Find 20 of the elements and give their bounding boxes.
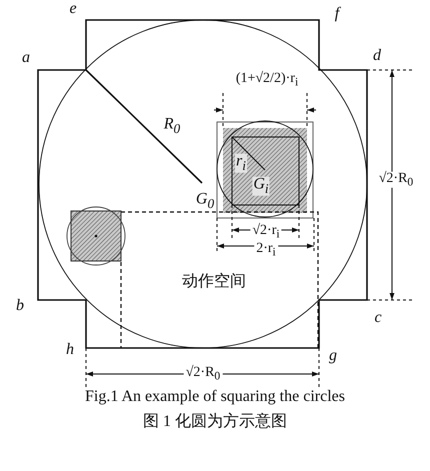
dimension-label: √2·r$_{i}$ [250, 224, 282, 240]
point-label: d [373, 48, 381, 64]
radius-label: r$_{i}$ [235, 154, 247, 172]
region-label: 动作空间 [182, 274, 246, 290]
point-label: b [16, 298, 24, 314]
dimension-label: (1+√2/2)·r$_{i}$ [234, 72, 300, 88]
center-label: G$_{i}$ [252, 176, 270, 196]
point-label: g [329, 348, 337, 364]
point-label: c [374, 310, 382, 326]
radius-label: R$_{0}$ [164, 116, 180, 136]
dimension-label: 2·r$_{i}$ [254, 242, 278, 258]
point-label: e [69, 1, 77, 17]
point-label: h [66, 342, 74, 358]
center-label: G$_{0}$ [196, 192, 214, 210]
point-label: f [334, 6, 340, 22]
point-label: a [22, 50, 30, 66]
caption: 图 1 化圆为方示意图 [143, 414, 287, 430]
caption: Fig.1 An example of squaring the circles [85, 389, 345, 405]
dimension-label: √2·R$_{0}$ [184, 366, 222, 382]
dimension-label: √2·R$_{0}$ [376, 172, 416, 188]
